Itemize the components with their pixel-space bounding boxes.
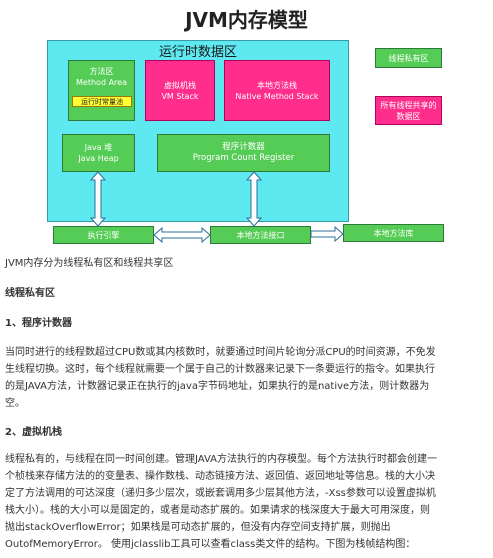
pc-register-label-cn: 程序计数器 bbox=[222, 142, 265, 152]
vm-stack-box: 虚拟机栈 VM Stack bbox=[145, 60, 215, 121]
java-heap-label-en: Java Heap bbox=[78, 154, 119, 163]
method-area-label-en: Method Area bbox=[76, 78, 127, 87]
s1-line: 的是JAVA方法，计数器记录正在执行的java字节码地址，如果执行的是nativ… bbox=[5, 381, 430, 392]
s2-line: OutofMemoryError。 使用jclasslib工具可以查看class… bbox=[5, 539, 416, 550]
shared-legend-line1: 所有线程共享的 bbox=[380, 100, 437, 110]
exec-native-if-arrow bbox=[153, 226, 211, 244]
pc-register-label-en: Program Count Register bbox=[192, 153, 295, 163]
s2-line: 线程私有的，与线程在同一时间创建。管理JAVA方法执行的内存模型。每个方法执行时… bbox=[5, 454, 438, 465]
shared-legend-line2: 数据区 bbox=[396, 111, 421, 121]
heap-exec-arrow bbox=[89, 171, 107, 227]
pc-register-box: 程序计数器 Program Count Register bbox=[157, 134, 330, 172]
thread-private-legend: 线程私有区 bbox=[375, 48, 442, 68]
method-area-box: 方法区 Method Area bbox=[68, 60, 135, 121]
s2-heading: 2、虚拟机栈 bbox=[5, 427, 62, 438]
constant-pool-box: 运行时常量池 bbox=[72, 96, 132, 107]
native-stack-label-cn: 本地方法栈 bbox=[257, 80, 297, 90]
diagram-caption: JVM内存分为线程私有区和线程共享区 bbox=[5, 258, 174, 269]
java-heap-box: Java 堆 Java Heap bbox=[62, 134, 135, 172]
runtime-data-area-label: 运行时数据区 bbox=[158, 45, 237, 60]
native-if-lib-arrow bbox=[310, 225, 344, 243]
vm-stack-label-cn: 虚拟机栈 bbox=[164, 80, 196, 90]
s2-line: 抛出stackOverflowError；如果栈是可动态扩展的，但没有内存空间支… bbox=[5, 522, 391, 533]
native-method-stack-box: 本地方法栈 Native Method Stack bbox=[224, 60, 330, 121]
method-area-label-cn: 方法区 bbox=[89, 67, 114, 76]
java-heap-label-cn: Java 堆 bbox=[84, 143, 113, 152]
thread-shared-legend: 所有线程共享的 数据区 bbox=[375, 96, 442, 125]
s2-line: 定了方法调用的可达深度（递归多少层次，或嵌套调用多少层其他方法，-Xss参数可以… bbox=[5, 488, 436, 499]
s1-line: 当同时进行的线程数超过CPU数或其内核数时，就要通过时间片轮询分派CPU的时间资… bbox=[5, 347, 436, 358]
vm-stack-label-en: VM Stack bbox=[161, 91, 199, 101]
diagram-arrows bbox=[89, 171, 344, 244]
s1-line: 生线程切换。这时，每个线程就需要一个属于自己的计数器来记录下一条要运行的指令。如… bbox=[5, 364, 435, 375]
s1-line: 空。 bbox=[5, 398, 25, 409]
diagram-title: JVM内存模型 bbox=[185, 8, 308, 32]
runtime-native-if-arrow bbox=[245, 171, 263, 227]
s2-paragraph: 线程私有的，与线程在同一时间创建。管理JAVA方法执行的内存模型。每个方法执行时… bbox=[5, 451, 489, 553]
native-library-box: 本地方法库 bbox=[343, 224, 444, 242]
native-stack-label-en: Native Method Stack bbox=[235, 91, 319, 101]
s2-line: 栈大小）。栈的大小可以是固定的，或者是动态扩展的。如果请求的栈深度大于最大可用深… bbox=[5, 505, 430, 516]
s1-paragraph: 当同时进行的线程数超过CPU数或其内核数时，就要通过时间片轮询分派CPU的时间资… bbox=[5, 344, 489, 412]
s1-heading: 1、程序计数器 bbox=[5, 318, 72, 329]
s2-line: 个桢栈来存储方法的的变量表、操作数栈、动态链接方法、返回值、返回地址等信息。栈的… bbox=[5, 471, 435, 482]
section-heading: 线程私有区 bbox=[5, 288, 55, 299]
